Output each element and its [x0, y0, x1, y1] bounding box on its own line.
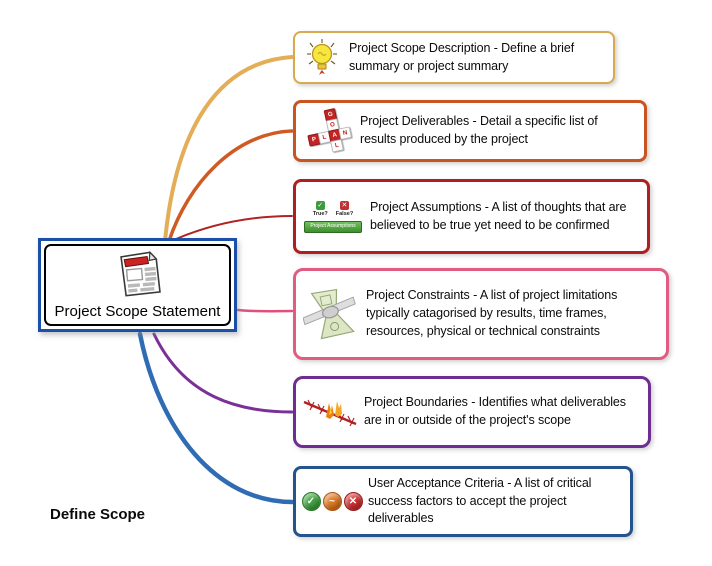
- branch-text: Project Assumptions - A list of thoughts…: [370, 199, 627, 232]
- barbed-wire-icon: [303, 391, 357, 433]
- connector-deliverables: [167, 129, 294, 243]
- green-check-ball-icon: [301, 492, 321, 511]
- branch-text: Project Boundaries - Identifies what del…: [364, 395, 626, 427]
- central-topic-frame: Project Scope Statement: [44, 244, 231, 326]
- branch-project-assumptions[interactable]: True? False? Project Assumptions Project…: [293, 179, 650, 254]
- red-cross-ball-icon: [343, 492, 363, 511]
- connector-constraints: [236, 308, 294, 313]
- connector-assumptions: [175, 215, 293, 240]
- true-checkbox-icon: [315, 200, 325, 210]
- goal-plan-blocks-icon: G O P L A N L: [304, 107, 352, 155]
- branch-text: User Acceptance Criteria - A list of cri…: [368, 475, 592, 526]
- branch-project-deliverables[interactable]: G O P L A N L Project Deliverables - Det…: [293, 100, 647, 162]
- money-clamp-icon: [303, 283, 358, 345]
- true-label: True?: [312, 210, 328, 217]
- connector-scope-description: [163, 55, 294, 243]
- status-balls-icon: [301, 492, 363, 511]
- cube-letter: L: [330, 138, 344, 153]
- branch-text: Project Scope Description - Define a bri…: [349, 40, 575, 73]
- document-icon: [109, 250, 167, 302]
- orange-tilde-ball-icon: [322, 492, 342, 511]
- branch-project-boundaries[interactable]: Project Boundaries - Identifies what del…: [293, 376, 651, 448]
- map-title-define-scope: Define Scope: [50, 506, 146, 523]
- central-topic-project-scope-statement[interactable]: Project Scope Statement: [38, 238, 237, 332]
- branch-project-constraints[interactable]: Project Constraints - A list of project …: [293, 268, 669, 360]
- branch-project-scope-description[interactable]: Project Scope Description - Define a bri…: [293, 31, 615, 84]
- assumptions-banner: Project Assumptions: [304, 220, 362, 233]
- branch-text: Project Deliverables - Detail a specific…: [360, 114, 598, 146]
- branch-user-acceptance-criteria[interactable]: User Acceptance Criteria - A list of cri…: [293, 466, 633, 537]
- central-topic-label: Project Scope Statement: [54, 302, 221, 320]
- true-false-checklist-icon: True? False? Project Assumptions: [304, 200, 362, 233]
- lightbulb-icon: [303, 38, 341, 78]
- false-label: False?: [335, 210, 354, 217]
- connector-boundaries: [152, 332, 294, 414]
- connector-acceptance: [137, 331, 295, 505]
- false-checkbox-icon: [339, 200, 349, 210]
- cube-letter: N: [338, 126, 352, 140]
- branch-text: Project Constraints - A list of project …: [366, 288, 618, 338]
